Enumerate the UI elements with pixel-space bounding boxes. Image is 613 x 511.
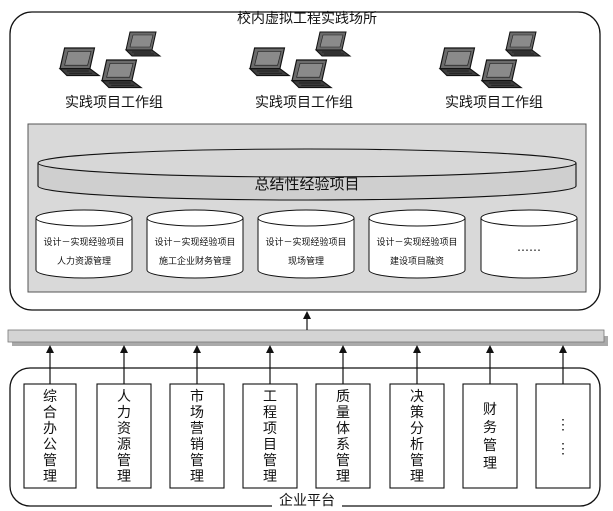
experience-cylinder-1: 设计－实现经验项目 人力资源管理 <box>35 209 133 279</box>
workgroup-label: 实践项目工作组 <box>445 95 543 111</box>
workgroup-2: 实践项目工作组 <box>249 31 353 111</box>
module-label: 决策分析管理 <box>410 389 424 485</box>
cylinder-line1: 设计－实现经验项目 <box>154 236 235 248</box>
module-box-7: 财务管理 <box>462 383 518 489</box>
summary-experience-cylinder: 总结性经验项目 <box>37 148 577 201</box>
module-label: 综合办公管理 <box>43 389 57 485</box>
module-box-3: 市场营销管理 <box>169 383 225 489</box>
module-box-6: 决策分析管理 <box>389 383 445 489</box>
workgroup-label: 实践项目工作组 <box>255 95 353 111</box>
enterprise-platform-title: 企业平台 <box>279 492 335 509</box>
module-label: 财务管理 <box>483 402 497 472</box>
module-box-8: ⋮⋮ <box>535 383 591 489</box>
module-arrows <box>46 345 567 384</box>
summary-experience-label: 总结性经验项目 <box>254 175 359 193</box>
module-label: 市场营销管理 <box>190 388 204 485</box>
module-label: 质量体系管理 <box>336 389 350 485</box>
workgroup-3: 实践项目工作组 <box>439 31 543 111</box>
connector-bar <box>7 329 608 346</box>
module-label: ⋮⋮ <box>556 417 570 457</box>
enterprise-platform-frame: 企业平台 <box>9 367 601 509</box>
cylinder-line1: 设计－实现经验项目 <box>43 236 124 248</box>
module-label: 工程项目管理 <box>263 389 277 485</box>
workgroup-1: 实践项目工作组 <box>59 31 163 111</box>
cylinder-line1: …… <box>517 240 541 254</box>
cylinder-line1: 设计－实现经验项目 <box>376 236 457 248</box>
workgroup-label: 实践项目工作组 <box>65 95 163 111</box>
module-box-5: 质量体系管理 <box>315 383 371 489</box>
cylinder-line2: 人力资源管理 <box>57 255 111 267</box>
cylinder-line1: 设计－实现经验项目 <box>265 236 346 248</box>
module-box-2: 人力资源管理 <box>96 383 152 489</box>
campus-virtual-site-title: 校内虚拟工程实践场所 <box>237 10 377 27</box>
cylinder-line2: 现场管理 <box>288 255 324 267</box>
module-label: 人力资源管理 <box>117 389 131 485</box>
experience-cylinder-3: 设计－实现经验项目 现场管理 <box>257 209 355 279</box>
module-box-4: 工程项目管理 <box>242 383 298 489</box>
experience-cylinder-4: 设计－实现经验项目 建设项目融资 <box>368 209 466 279</box>
experience-cylinder-5: …… <box>480 209 578 279</box>
cylinder-line2: 建设项目融资 <box>390 255 444 267</box>
experience-cylinder-2: 设计－实现经验项目 施工企业财务管理 <box>146 209 244 279</box>
module-box-1: 综合办公管理 <box>23 383 77 489</box>
cylinder-line2: 施工企业财务管理 <box>159 255 231 267</box>
